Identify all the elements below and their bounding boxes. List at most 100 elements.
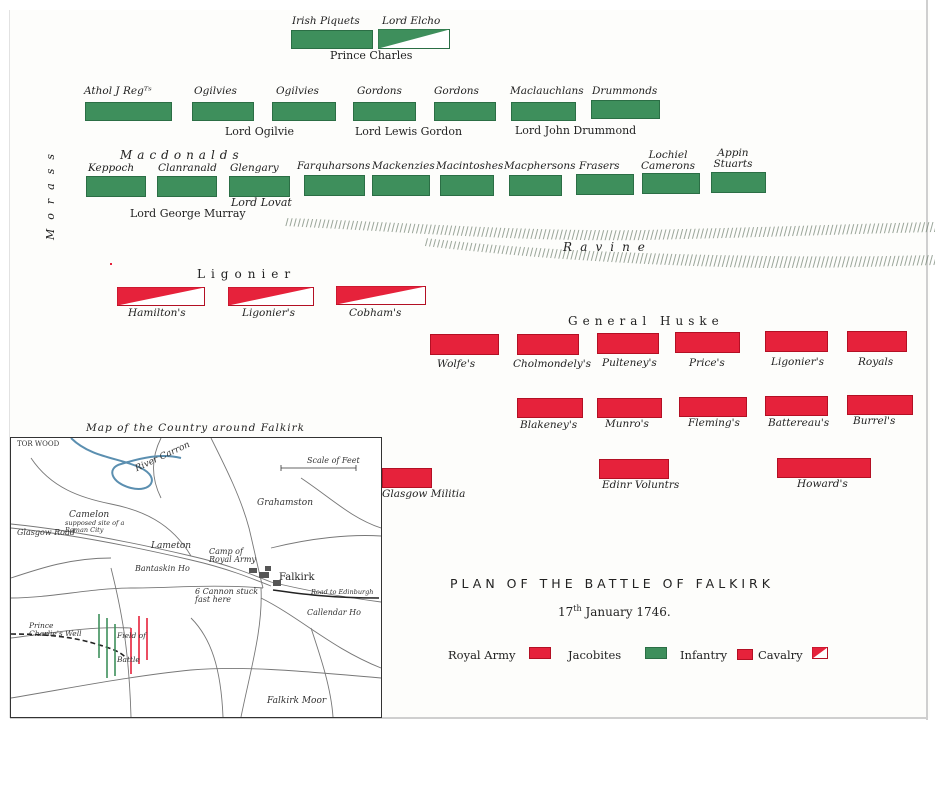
- jacobite-infantry-macphersons: [509, 175, 562, 196]
- jacobite-infantry-keppoch: [86, 176, 146, 197]
- unit-label-hamiltons: Hamilton's: [128, 307, 186, 319]
- unit-label-irish-piquets: Irish Piquets: [292, 15, 360, 27]
- unit-label-ligoniers-infantry: Ligonier's: [771, 356, 825, 368]
- royal-infantry-glasgow-militia: [382, 468, 432, 488]
- inset-label-field-of-battle: Field of Battle: [117, 631, 146, 664]
- royal-infantry-flemings: [679, 397, 747, 417]
- royal-cavalry-hamiltons: [117, 287, 205, 306]
- inset-label-glasgow-road: Glasgow Road: [17, 528, 75, 537]
- royal-infantry-burrels: [847, 395, 913, 415]
- commander-lord-lewis-gordon: Lord Lewis Gordon: [355, 125, 463, 138]
- inset-map-falkirk: TOR WOOD River Carron Scale of Feet Grah…: [10, 437, 382, 718]
- unit-label-royals: Royals: [858, 356, 894, 368]
- ravine-hatching: [285, 218, 935, 268]
- jacobite-infantry-macintoshes: [440, 175, 494, 196]
- unit-label-ligoniers-cavalry: Ligonier's: [242, 307, 296, 319]
- plate-edge-left: [9, 10, 10, 718]
- legend-royal-army-label: Royal Army: [448, 648, 516, 662]
- jacobite-infantry-maclauchlans: [511, 102, 576, 121]
- unit-label-edin-voluntrs: Edinr Voluntrs: [602, 479, 680, 491]
- commander-lord-george-murray: Lord George Murray: [130, 207, 246, 220]
- legend-infantry-label: Infantry: [680, 648, 728, 662]
- unit-label-maclauchlans: Maclauchlans: [510, 85, 584, 97]
- map-title: PLAN OF THE BATTLE OF FALKIRK: [450, 576, 774, 591]
- unit-label-howards: Howard's: [797, 478, 848, 490]
- inset-roads-and-river: [11, 438, 381, 717]
- royal-infantry-cholmondelys: [517, 334, 579, 355]
- commander-lord-ogilvie: Lord Ogilvie: [225, 125, 295, 138]
- unit-label-battereaus: Battereau's: [768, 417, 830, 429]
- unit-label-ogilvies-1: Ogilvies: [194, 85, 237, 97]
- jacobite-infantry-lochiel-camerons: [642, 173, 700, 194]
- legend-infantry-swatch: [737, 649, 753, 660]
- unit-label-athol: Athol J Regᵀˢ: [84, 85, 152, 97]
- group-label-macdonalds: Macdonalds: [120, 148, 244, 162]
- unit-label-gordons-1: Gordons: [357, 85, 402, 97]
- jacobite-infantry-drummonds: [591, 100, 660, 119]
- jacobite-infantry-gordons-1: [353, 102, 416, 121]
- unit-label-clanranald: Clanranald: [158, 162, 217, 174]
- map-mark: [110, 263, 112, 265]
- jacobite-infantry-athol: [85, 102, 172, 121]
- unit-label-keppoch: Keppoch: [88, 162, 135, 174]
- unit-label-pulteneys: Pulteney's: [602, 357, 657, 369]
- legend-jacobites-label: Jacobites: [568, 648, 622, 662]
- commander-ligonier: Ligonier: [197, 267, 297, 281]
- legend-royal-army-swatch: [529, 647, 551, 659]
- unit-label-lochiel-camerons: Lochiel Camerons: [641, 149, 695, 172]
- royal-infantry-ligoniers: [765, 331, 828, 352]
- commander-lord-john-drummond: Lord John Drummond: [515, 124, 637, 137]
- jacobite-infantry-clanranald: [157, 176, 217, 197]
- royal-cavalry-cobhams: [336, 286, 426, 305]
- battle-date: 17th January 1746.: [558, 604, 671, 619]
- unit-label-wolfes: Wolfe's: [437, 358, 476, 370]
- royal-cavalry-ligoniers: [228, 287, 314, 306]
- jacobite-infantry-mackenzies: [372, 175, 430, 196]
- royal-infantry-blakeneys: [517, 398, 583, 418]
- jacobite-infantry-appin-stuarts: [711, 172, 766, 193]
- plate-edge-right: [926, 0, 928, 720]
- legend-cavalry-swatch: [812, 647, 828, 659]
- royal-infantry-battereaus: [765, 396, 828, 416]
- inset-label-bantaskin: Bantaskin Ho: [135, 564, 190, 573]
- unit-label-mackenzies: Mackenzies: [372, 160, 435, 172]
- unit-label-macintoshes: Macintoshes: [436, 160, 504, 172]
- unit-label-frasers: Frasers: [579, 160, 620, 172]
- unit-label-ogilvies-2: Ogilvies: [276, 85, 319, 97]
- unit-label-burrels: Burrel's: [853, 415, 896, 427]
- jacobite-infantry-glengary: [229, 176, 290, 197]
- inset-label-prince-well: Prince Charlie's Well: [29, 621, 82, 638]
- royal-infantry-pulteneys: [597, 333, 659, 354]
- inset-label-torwood: TOR WOOD: [17, 440, 60, 448]
- unit-label-cobhams: Cobham's: [349, 307, 402, 319]
- unit-label-farquharsons: Farquharsons: [297, 160, 371, 172]
- unit-label-cholmondelys: Cholmondely's: [513, 358, 592, 370]
- unit-label-lord-elcho: Lord Elcho: [382, 15, 441, 27]
- inset-label-laurieston: Lameton: [151, 541, 192, 551]
- commander-general-huske: General Huske: [568, 314, 724, 328]
- royal-infantry-wolfes: [430, 334, 499, 355]
- terrain-label-ravine: Ravine: [563, 240, 653, 254]
- inset-label-camelon: Camelon: [69, 510, 110, 520]
- inset-label-falkirk-moor: Falkirk Moor: [267, 696, 327, 706]
- unit-label-flemings: Fleming's: [688, 417, 740, 429]
- royal-infantry-prices: [675, 332, 740, 353]
- royal-infantry-edin-voluntrs: [599, 459, 669, 479]
- jacobite-infantry-frasers: [576, 174, 634, 195]
- inset-label-camp: Camp of Royal Army: [209, 547, 256, 564]
- inset-label-callendar: Callendar Ho: [307, 608, 361, 617]
- jacobite-infantry-ogilvies-1: [192, 102, 254, 121]
- commander-prince-charles: Prince Charles: [330, 49, 413, 62]
- plate-edge-bottom: [10, 717, 926, 719]
- jacobite-infantry-gordons-2: [434, 102, 496, 121]
- legend-jacobites-swatch: [645, 647, 667, 659]
- royal-infantry-howards: [777, 458, 871, 478]
- unit-label-macphersons: Macphersons: [504, 160, 576, 172]
- jacobite-infantry-farquharsons: [304, 175, 365, 196]
- inset-label-falkirk: Falkirk: [279, 572, 315, 583]
- jacobite-infantry-irish-piquets: [291, 30, 373, 49]
- legend-cavalry-label: Cavalry: [758, 648, 803, 662]
- unit-label-drummonds: Drummonds: [592, 85, 658, 97]
- unit-label-appin-stuarts: Appin Stuarts: [713, 147, 753, 170]
- inset-label-grahamston: Grahamston: [257, 498, 314, 508]
